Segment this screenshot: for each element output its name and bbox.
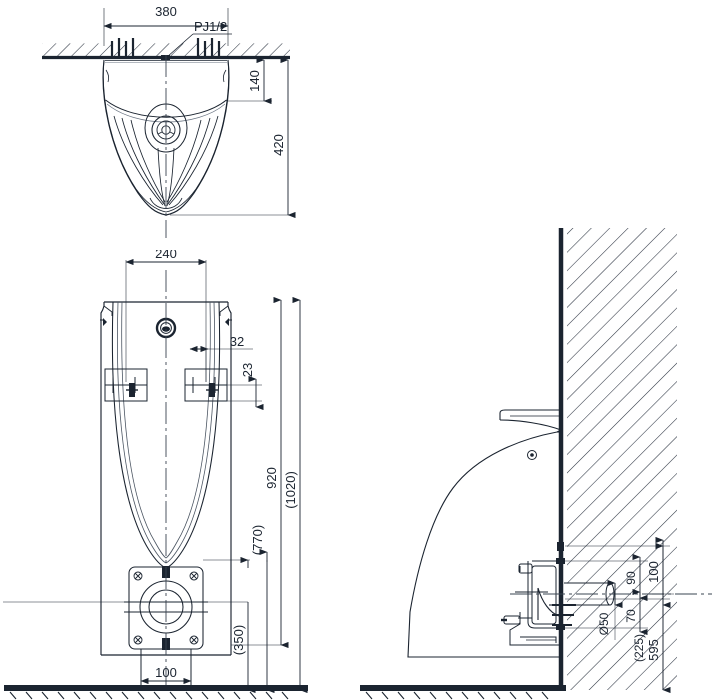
dim-420	[170, 56, 296, 219]
dim-32-label: 32	[230, 334, 244, 349]
wall-anchor-marks	[110, 38, 221, 57]
plan-funnel-ribs	[113, 115, 219, 207]
dim-380	[103, 8, 229, 46]
front-bowl-inner	[111, 301, 221, 569]
dim-d50-label: Ø50	[597, 612, 611, 635]
mounting-bracket-left	[104, 368, 148, 402]
front-top-chamfers	[100, 305, 232, 326]
dim-100-side-label: 100	[646, 561, 661, 583]
dim-140-label: 140	[247, 70, 262, 92]
supply-inlet-side	[557, 542, 564, 551]
urinal-side-outline	[407, 409, 562, 658]
plan-shelf-curve	[105, 99, 227, 118]
dim-70	[565, 588, 648, 636]
dim-225-label: (225)	[632, 634, 646, 662]
dim-70-label: 70	[624, 609, 638, 623]
plan-rim-notches	[105, 69, 227, 83]
drain-trap-assembly	[501, 560, 561, 646]
dim-770-label: (770)	[250, 525, 265, 555]
dim-770	[203, 556, 250, 568]
dim-1020-label: (1020)	[283, 471, 298, 509]
dim-350	[3, 601, 256, 694]
urinal-plan-outline	[102, 59, 230, 216]
floor-line-front	[4, 685, 308, 700]
dim-140	[228, 56, 272, 105]
pj-label: PJ1/2	[194, 19, 227, 34]
wall-side	[557, 228, 677, 690]
dim-32	[189, 345, 253, 382]
dim-100-front	[140, 670, 192, 685]
dim-23-label: 23	[240, 363, 255, 377]
dim-240-label: 240	[155, 250, 177, 261]
supply-inlet-top	[161, 55, 170, 60]
dim-920	[231, 296, 289, 649]
dim-595-label: 595	[646, 639, 661, 661]
dim-350-label: (350)	[231, 625, 246, 655]
dim-420-label: 420	[271, 134, 286, 156]
side-sensor-icon	[527, 450, 537, 460]
pj-leader	[166, 33, 232, 58]
side-view: 100 595 90 70 Ø50 (225)	[360, 228, 712, 700]
top-view: 380 PJ1/2 140 420	[42, 4, 296, 238]
front-view: 240 32 23 (350) (770)	[3, 250, 308, 700]
dim-100-front-label: 100	[155, 665, 177, 680]
dim-380-label: 380	[155, 4, 177, 19]
floor-line-side	[360, 685, 566, 700]
dim-23	[215, 375, 264, 411]
dim-90-label: 90	[624, 571, 638, 585]
dim-920-label: 920	[264, 467, 279, 489]
dim-225	[652, 593, 674, 690]
